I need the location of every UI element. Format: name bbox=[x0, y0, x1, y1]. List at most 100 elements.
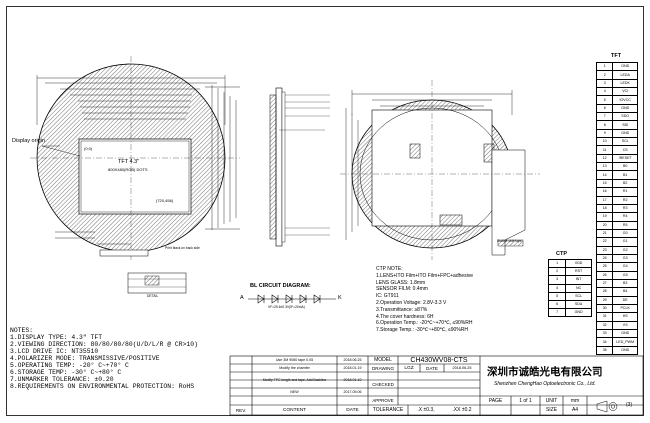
ctp-note-line: SENSOR FILM: 0.4mm bbox=[376, 286, 428, 293]
size-value: A4 bbox=[571, 407, 579, 413]
note-line: 4.POLARIZER MODE: TRANSMISSIVE/POSITIVE bbox=[10, 355, 160, 363]
tft-pin-pin-number: 24 bbox=[595, 253, 614, 264]
rear-view bbox=[340, 80, 540, 260]
tft-pin-pin-number: 16 bbox=[595, 187, 614, 197]
tft-pin-pin-signal: HS bbox=[612, 312, 638, 322]
note-line: 5.OPERATING TEMP: -20° C~+70° C bbox=[10, 362, 129, 370]
end-coord: (720,456) bbox=[156, 198, 174, 203]
company-name-en: Shenzhen ChengHao Optoelectronic Co., Lt… bbox=[494, 381, 596, 387]
tft-pin-pin-signal: G2 bbox=[612, 245, 638, 255]
display-origin-label: Display origin bbox=[12, 138, 46, 144]
rev-date: 2017.05.06 bbox=[343, 390, 362, 394]
rev-content: Modify FPC length and tape, Add Backline bbox=[262, 378, 327, 382]
tft-pin-pin-signal: B1 bbox=[612, 170, 638, 180]
drawing-value: LGZ bbox=[404, 365, 414, 371]
tft-pin-pin-signal: B4 bbox=[612, 287, 638, 297]
tft-pin-pin-number: 9 bbox=[595, 128, 614, 139]
ctp-pin-pin-signal: SDA bbox=[565, 299, 592, 310]
tft-pin-pin-signal: /RESET bbox=[612, 153, 638, 164]
rev-date: 2018.01.10 bbox=[343, 378, 362, 382]
tft-pin-pin-number: 28 bbox=[595, 287, 614, 297]
tft-pin-pin-signal: GND bbox=[612, 61, 638, 72]
tft-pin-pin-number: 22 bbox=[595, 237, 614, 247]
tolerance-label: TOLERANCE bbox=[372, 407, 404, 413]
tft-pin-pin-signal: LEDA bbox=[612, 70, 638, 80]
ctp-pin-pin-signal: VDD bbox=[565, 258, 592, 269]
tft-pin-pin-signal: G1 bbox=[612, 237, 638, 247]
ctp-note-line: 6.Operation Temp.: -20℃~+70℃, ≤90%RH bbox=[376, 320, 473, 327]
unit-label: UNIT bbox=[545, 397, 558, 404]
tft-pin-pin-signal: R4 bbox=[612, 212, 638, 222]
note-line: 3.LCD DRIVE IC: NT35510 bbox=[10, 348, 99, 356]
tft-pin-pin-number: 3 bbox=[595, 78, 614, 89]
double-tape-note: Double side tape bbox=[497, 239, 522, 243]
bl-anode-label: A bbox=[240, 295, 244, 301]
ctp-note-line: LENS GLASS: 1.8mm bbox=[376, 279, 426, 286]
note-line: 6.STORAGE TEMP: -30° C~+80° C bbox=[10, 369, 122, 377]
rev-content: Modify the chamfer bbox=[279, 366, 310, 370]
detail-view bbox=[127, 272, 187, 294]
size-label: SIZE bbox=[545, 407, 558, 413]
drawing-label: DRAWING bbox=[371, 365, 395, 371]
ctp-note-line: 2.Operation Voltage: 2.8V-3.3 V bbox=[376, 299, 447, 306]
ctp-note-line: 1.LENS+ITO Film+ITO Film+FPC+adhesive bbox=[376, 272, 474, 279]
tolerance-xx: .XX ±0.2 bbox=[452, 407, 472, 413]
tft-pin-pin-number: 2 bbox=[595, 70, 614, 80]
notes-block: NOTES: 1.DISPLAY TYPE: 4.3" TFT 2.VIEWIN… bbox=[10, 327, 228, 390]
tft-pin-pin-number: 17 bbox=[595, 195, 614, 205]
tft-pin-pin-number: 32 bbox=[595, 320, 614, 331]
ctp-pin-pin-signal: GND bbox=[565, 308, 592, 318]
tft-pin-pin-signal: R5 bbox=[612, 220, 638, 230]
tft-pin-pin-number: 20 bbox=[595, 220, 614, 230]
tft-pin-pin-number: 19 bbox=[595, 212, 614, 222]
ctp-pin-pin-number: 3 bbox=[547, 275, 567, 285]
ctp-note-line: 7.Storage Temp.: -30℃~+80℃, ≤90%RH bbox=[376, 327, 468, 334]
tft-pin-pin-number: 7 bbox=[595, 112, 614, 122]
tft-pin-pin-number: 26 bbox=[595, 270, 614, 280]
rev-date: 2018.06.25 bbox=[343, 358, 362, 362]
ctp-pin-pin-number: 4 bbox=[547, 283, 567, 293]
tft-pin-pin-signal: PCLK bbox=[612, 303, 638, 314]
bl-cathode-label: K bbox=[338, 295, 342, 301]
tft-pin-pin-number: 8 bbox=[595, 120, 614, 130]
ctp-note: CTP NOTE: 1.LENS+ITO Film+ITO Film+FPC+a… bbox=[376, 266, 536, 334]
tft-pin-pin-number: 1 bbox=[595, 61, 614, 72]
rev-date: 2018.01.19 bbox=[343, 366, 362, 370]
ctp-pin-pin-signal: SCL bbox=[565, 291, 592, 301]
tft-pin-pin-signal: CS bbox=[612, 145, 638, 155]
ctp-pin-pin-signal: NC bbox=[565, 283, 592, 293]
ctp-pin-pin-signal: RST bbox=[565, 267, 592, 277]
ctp-pin-pin-number: 2 bbox=[547, 267, 567, 277]
tft-pin-pin-signal: IOVCC bbox=[612, 95, 638, 105]
projection-symbol-icon bbox=[596, 400, 618, 413]
checked-label: CHECKED bbox=[372, 381, 394, 387]
tft-pin-pin-signal: GND bbox=[612, 345, 638, 356]
tft-pin-pin-number: 21 bbox=[595, 228, 614, 239]
rev-content: Use 3M 9080 tape 0.05 bbox=[275, 358, 314, 362]
tft-pin-pin-signal: G3 bbox=[612, 253, 638, 264]
tft-pin-pin-number: 18 bbox=[595, 203, 614, 214]
tft-pin-pin-number: 15 bbox=[595, 178, 614, 189]
rev-content: NEW bbox=[290, 390, 299, 394]
tft-pin-pin-number: 6 bbox=[595, 103, 614, 114]
bl-circuit bbox=[248, 294, 336, 304]
tft-pin-pin-signal: SDI bbox=[612, 120, 638, 130]
